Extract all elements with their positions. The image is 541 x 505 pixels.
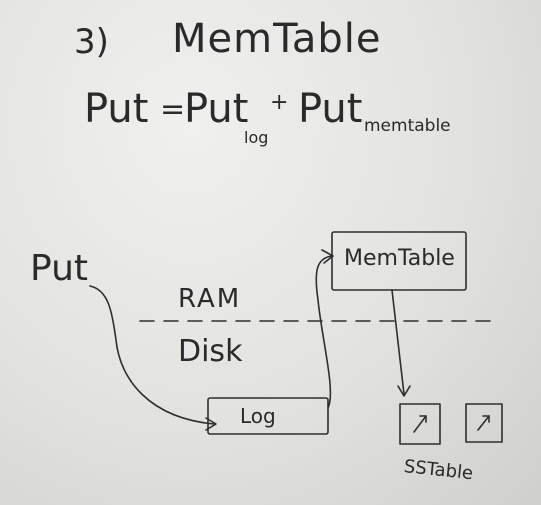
ram-label: RAM bbox=[178, 284, 242, 314]
log-label: Log bbox=[240, 404, 276, 428]
disk-label: Disk bbox=[178, 334, 243, 369]
memtable-to-sstable-arrow bbox=[391, 289, 405, 395]
memtable-label: MemTable bbox=[344, 246, 455, 271]
formula-lhs: Put bbox=[84, 86, 149, 132]
put-label: Put bbox=[30, 248, 89, 289]
page-title: MemTable bbox=[172, 16, 382, 62]
memtable-to-sstable-arrowhead bbox=[397, 385, 411, 397]
sstable-file-1 bbox=[399, 403, 441, 445]
formula-term-memtable: Put bbox=[298, 86, 363, 132]
formula-term-log-subscript: log bbox=[244, 128, 269, 147]
memtable-box bbox=[331, 231, 467, 291]
formula-term-log: Put bbox=[184, 86, 249, 132]
formula-equals: = bbox=[160, 92, 186, 127]
log-box bbox=[207, 397, 329, 435]
sstable-file-1-mark bbox=[413, 415, 427, 433]
section-number: 3) bbox=[74, 22, 109, 62]
formula-plus: + bbox=[270, 90, 289, 115]
put-to-log-arrow bbox=[89, 285, 215, 425]
sstable-file-2 bbox=[465, 403, 503, 443]
log-to-memtable-arrowhead bbox=[321, 249, 334, 264]
put-to-log-arrowhead bbox=[205, 417, 217, 431]
log-to-memtable-arrow bbox=[315, 255, 333, 409]
formula-term-memtable-subscript: memtable bbox=[364, 116, 451, 136]
sstable-file-2-mark bbox=[477, 415, 490, 431]
